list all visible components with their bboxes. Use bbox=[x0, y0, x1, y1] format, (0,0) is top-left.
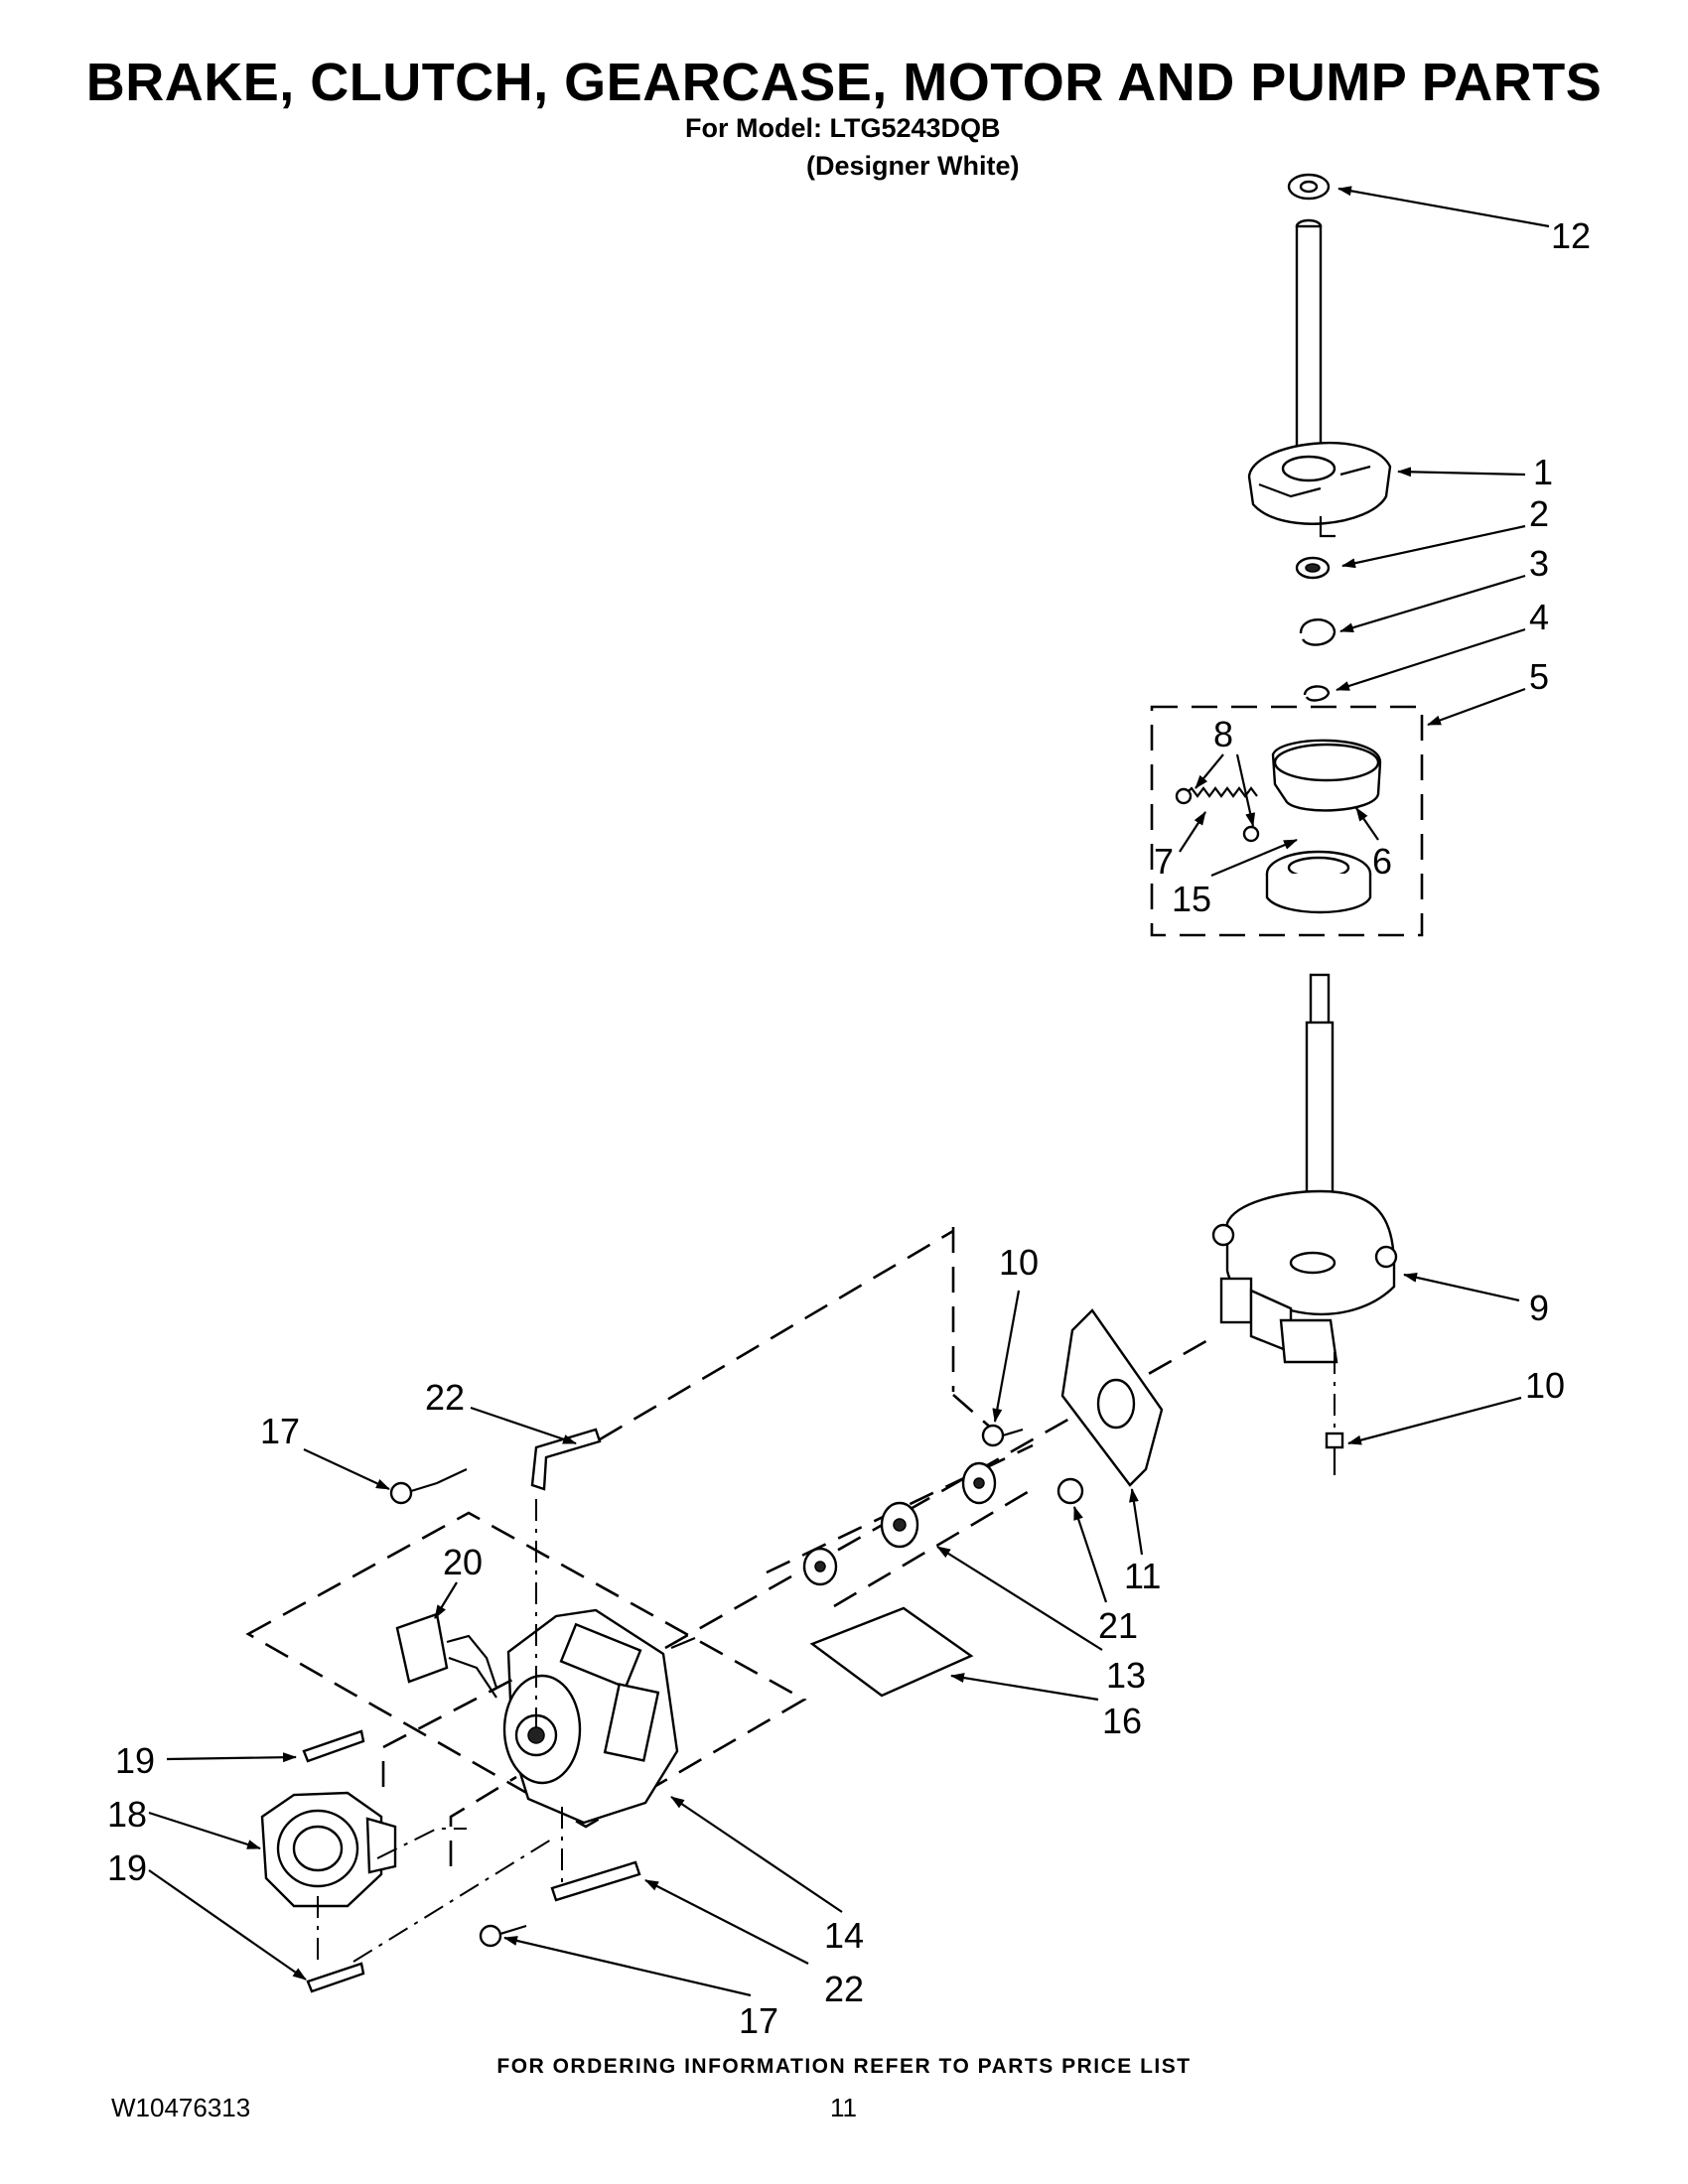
callout-7: 7 bbox=[1154, 841, 1174, 882]
callout-19-upper: 19 bbox=[115, 1740, 155, 1781]
callout-17-upper: 17 bbox=[260, 1411, 300, 1451]
upper-routing-line bbox=[599, 1229, 954, 1441]
callout-arrows bbox=[148, 186, 1550, 1997]
clip-part-19-upper bbox=[302, 1729, 365, 1763]
motor-part-14 bbox=[502, 1608, 679, 1825]
callout-2: 2 bbox=[1529, 493, 1549, 534]
screw-part-17-upper bbox=[389, 1468, 468, 1505]
motor-shaft bbox=[670, 1636, 696, 1650]
short-routing-line bbox=[952, 1394, 994, 1431]
callout-15: 15 bbox=[1172, 879, 1211, 919]
callout-21: 21 bbox=[1098, 1605, 1138, 1646]
callout-4: 4 bbox=[1529, 597, 1549, 637]
callout-9: 9 bbox=[1529, 1288, 1549, 1328]
coupler-part-13b bbox=[880, 1501, 919, 1549]
callout-22-upper: 22 bbox=[425, 1377, 465, 1418]
callout-8: 8 bbox=[1213, 714, 1233, 754]
mounting-plate-part-11 bbox=[1060, 1308, 1164, 1487]
callout-10-lower: 10 bbox=[1525, 1365, 1565, 1406]
callout-14: 14 bbox=[824, 1915, 864, 1956]
pump-bracket-line-lower bbox=[449, 1775, 517, 1866]
spin-tube-shaft bbox=[1295, 218, 1323, 467]
document-number: W10476313 bbox=[111, 2093, 251, 2122]
callout-12: 12 bbox=[1551, 215, 1591, 256]
hose-part-22-upper bbox=[530, 1428, 602, 1491]
callout-20: 20 bbox=[443, 1542, 483, 1582]
callout-19-lower: 19 bbox=[107, 1847, 147, 1888]
switch-part-20 bbox=[395, 1612, 498, 1699]
motor-mount-outline bbox=[245, 1511, 807, 1829]
model-line: For Model: LTG5243DQB bbox=[685, 113, 1001, 143]
callout-22-lower: 22 bbox=[824, 1969, 864, 2009]
ordering-note: FOR ORDERING INFORMATION REFER TO PARTS … bbox=[496, 2055, 1192, 2078]
pump-bracket-line bbox=[381, 1676, 517, 1787]
callout-1: 1 bbox=[1533, 452, 1553, 492]
finish-line: (Designer White) bbox=[806, 151, 1020, 181]
pad-part-16 bbox=[809, 1606, 974, 1698]
screw-part-10-lower bbox=[1325, 1432, 1344, 1475]
callout-18: 18 bbox=[107, 1794, 147, 1835]
callout-17-lower: 17 bbox=[739, 2000, 778, 2041]
callout-3: 3 bbox=[1529, 543, 1549, 584]
clip-part-19-lower bbox=[306, 1962, 365, 1993]
snap-ring-part-4 bbox=[1303, 685, 1331, 702]
clutch-group-box bbox=[1150, 705, 1424, 937]
clutch-band-part-6 bbox=[1271, 739, 1382, 812]
coupler-part-13a bbox=[961, 1461, 997, 1505]
gearcase-part-9 bbox=[1211, 1189, 1398, 1364]
retaining-ring-part-3 bbox=[1299, 618, 1336, 646]
screw-part-17-lower bbox=[479, 1924, 527, 1948]
page-title: BRAKE, CLUTCH, GEARCASE, MOTOR AND PUMP … bbox=[85, 53, 1603, 112]
callout-5: 5 bbox=[1529, 656, 1549, 697]
callout-13: 13 bbox=[1106, 1655, 1146, 1696]
page-number: 11 bbox=[830, 2093, 857, 2122]
bearing-part-2 bbox=[1295, 556, 1331, 580]
pump-to-motor-line-lower bbox=[352, 1836, 557, 1963]
coupler-part-13c bbox=[802, 1547, 838, 1586]
hose-part-22-lower bbox=[550, 1860, 641, 1902]
callout-6: 6 bbox=[1372, 841, 1392, 882]
pump-part-18 bbox=[260, 1791, 397, 1908]
brake-assembly-part-1 bbox=[1247, 441, 1392, 538]
screw-part-10-upper bbox=[981, 1424, 1024, 1447]
callout-16: 16 bbox=[1102, 1701, 1142, 1741]
clutch-yoke-part-15 bbox=[1265, 850, 1372, 914]
washer-part-12 bbox=[1287, 173, 1331, 201]
plug-part-21 bbox=[1056, 1477, 1084, 1505]
callout-11: 11 bbox=[1124, 1556, 1161, 1596]
clutch-spring-part-7 bbox=[1175, 786, 1260, 843]
pump-to-motor-line-upper bbox=[376, 1828, 467, 1859]
callout-10-upper: 10 bbox=[999, 1242, 1039, 1283]
